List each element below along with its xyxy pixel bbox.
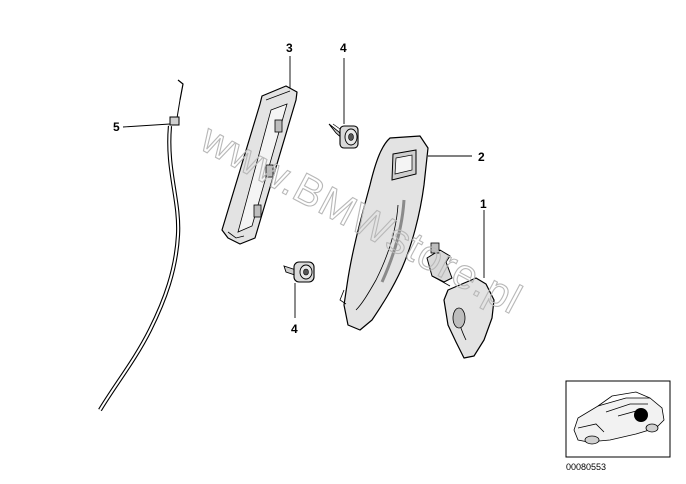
- document-number: 00080553: [566, 462, 606, 472]
- bowden-cable: [98, 79, 184, 412]
- callout-2: 2: [478, 150, 485, 164]
- callout-3: 3: [286, 41, 293, 55]
- screw-upper: [328, 123, 359, 149]
- location-marker-icon: [634, 408, 648, 422]
- cover-cap: [426, 242, 495, 359]
- handle: [339, 135, 429, 331]
- car-location-thumbnail: [565, 380, 671, 458]
- callout-5: 5: [113, 120, 120, 134]
- leader-line-5: [122, 123, 171, 128]
- callout-4-upper: 4: [340, 41, 347, 55]
- screw-lower: [283, 261, 315, 283]
- leader-lines: [122, 56, 485, 318]
- callout-4-lower: 4: [291, 322, 298, 336]
- callout-1: 1: [480, 197, 487, 211]
- bracket: [221, 85, 298, 245]
